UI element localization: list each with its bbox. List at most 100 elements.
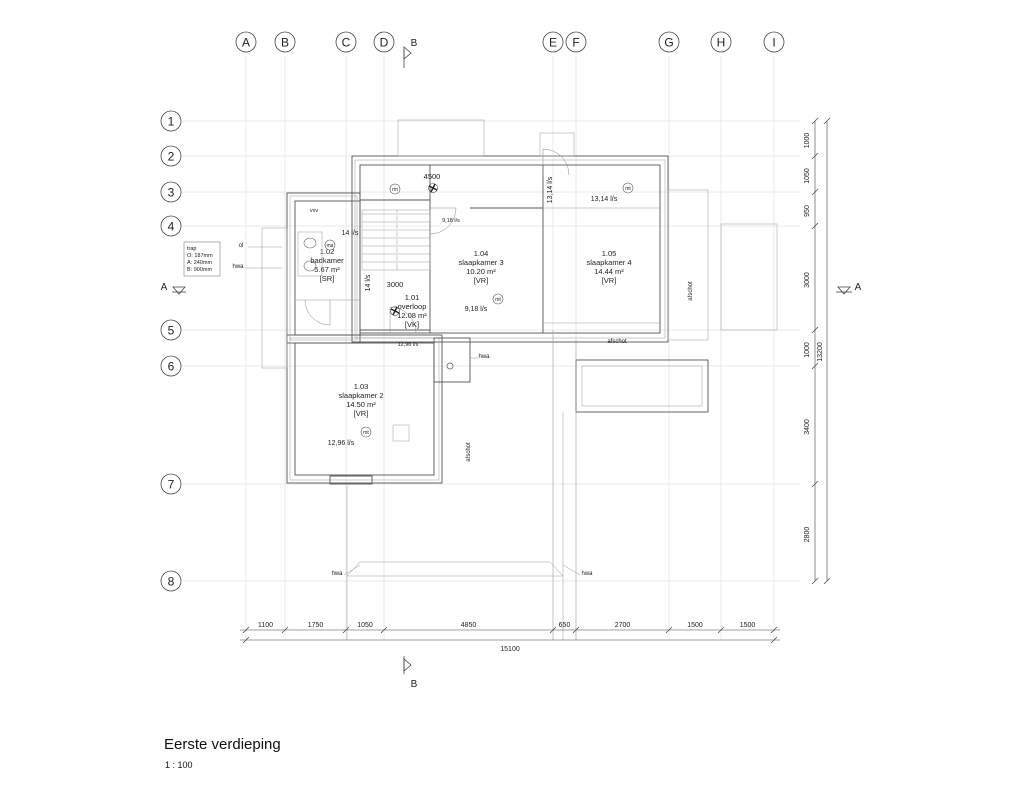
annotations: 14 l/s9,18 l/s9,18 l/s13,14 l/s13,14 l/s… [183,176,694,577]
room-code: [VR] [354,409,369,418]
sill-bottom [329,475,373,485]
grid-label-col: E [549,36,557,50]
hwa-label: hwa [478,354,490,360]
ol-label: ol [239,243,244,249]
rm-symbol-circle [389,183,401,195]
dim-tick-total [770,636,778,644]
airflow-value: 12,96 l/s [328,440,355,447]
dim-text-bottom: 1500 [740,622,756,629]
door-bathroom [304,299,331,326]
mt-symbol-circle [622,182,634,194]
hwa-label: hwa [232,264,244,270]
drawing-title: Eerste verdieping [164,736,281,753]
room-code: [VR] [602,276,617,285]
room-area: 14.50 m² [346,400,376,409]
dim-tick-bottom [717,626,725,634]
dim-tick-right [811,577,819,585]
dim-text-bottom: 1100 [258,622,273,629]
leader-hwa-roof-right [562,564,581,576]
dim-tick-bottom [281,626,289,634]
section-label-top: B [411,38,418,49]
trap-text: A: 240mm [187,260,212,266]
wall-left-wing-mid [289,195,358,341]
grid-label-row: 5 [168,324,175,338]
room-id: 1.04 [474,249,489,258]
dim-tick-right [811,362,819,370]
grid-bubble-row [160,570,182,592]
dim-text-room-width: 4500 [424,172,441,181]
shaft-circle [446,362,454,370]
grid-bubble-row [160,355,182,377]
dim-text-right: 2800 [804,527,811,543]
dim-tick-bottom [242,626,250,634]
afschot-label: afschot [607,339,627,345]
dim-tick-bottom [342,626,350,634]
dim-tick-total [823,577,831,585]
section-arrow-bottom [403,658,412,672]
hwa-label: hwa [331,571,343,577]
grid-bubble-col [335,31,357,53]
dim-text-right: 1000 [804,342,811,358]
grid-bubble-col [274,31,296,53]
room-area: 12.08 m² [397,311,427,320]
airflow-value: 13,14 l/s [547,176,554,203]
vvv-label: vvv [310,208,319,214]
dim-text-bottom: 4850 [461,622,477,629]
ma-symbol-circle [324,239,336,251]
section-label-left: A [161,282,168,293]
grid-bubble-row [160,181,182,203]
dim-text-right: 1000 [804,133,811,149]
sink-icon [303,237,317,249]
building-outline [261,119,778,640]
dim-tick-right [811,480,819,488]
grid-bubble-col [658,31,680,53]
dim-text-right: 3000 [804,272,811,288]
mt-symbol-label: mt [363,430,369,436]
title-block: Eerste verdieping 1 : 100 [164,736,281,770]
grid-bubble-row [160,145,182,167]
grid-bubble-col [235,31,257,53]
door-bedroom4 [542,148,570,176]
dim-text-right: 1050 [804,168,811,184]
grid-label-col: D [380,36,389,50]
afschot-label: afschot [466,442,472,462]
airflow-value: 14 l/s [342,230,359,237]
trap-box [183,241,221,277]
room-name: slaapkamer 3 [458,258,503,267]
roof-hip-right [549,561,564,577]
section-arrow-top [403,46,412,60]
drawing-scale: 1 : 100 [165,760,193,770]
fan-icon-ring [428,183,438,193]
door-bedroom2 [389,306,417,334]
wall-lower-outer [286,334,443,484]
section-arrow-left [172,286,186,295]
grid-label-row: 3 [168,186,175,200]
grid-label-col: H [717,36,726,50]
bath-fixture-block [297,231,323,277]
grid-bubble-row [160,319,182,341]
dim-tick-bottom [770,626,778,634]
airflow-value: 13,14 l/s [591,196,618,203]
dim-tick-right [811,152,819,160]
room-name: slaapkamer 4 [586,258,631,267]
room-name: badkamer [310,256,344,265]
airflow-value: 14 l/s [365,274,372,291]
room-id: 1.02 [320,247,335,256]
mt-symbol-label: mt [625,186,631,192]
dim-tick-right [811,117,819,125]
airflow-value: 9,18 l/s [465,306,488,313]
toilet-icon [303,260,317,272]
room-name: overloop [398,302,427,311]
dim-text-bottom: 2700 [615,622,631,629]
grid-bubble-row [160,215,182,237]
dim-tick-right [811,188,819,196]
dim-tick-bottom [572,626,580,634]
grid-label-row: 6 [168,360,175,374]
section-label-right: A [855,282,862,293]
grid-label-col: G [664,36,673,50]
